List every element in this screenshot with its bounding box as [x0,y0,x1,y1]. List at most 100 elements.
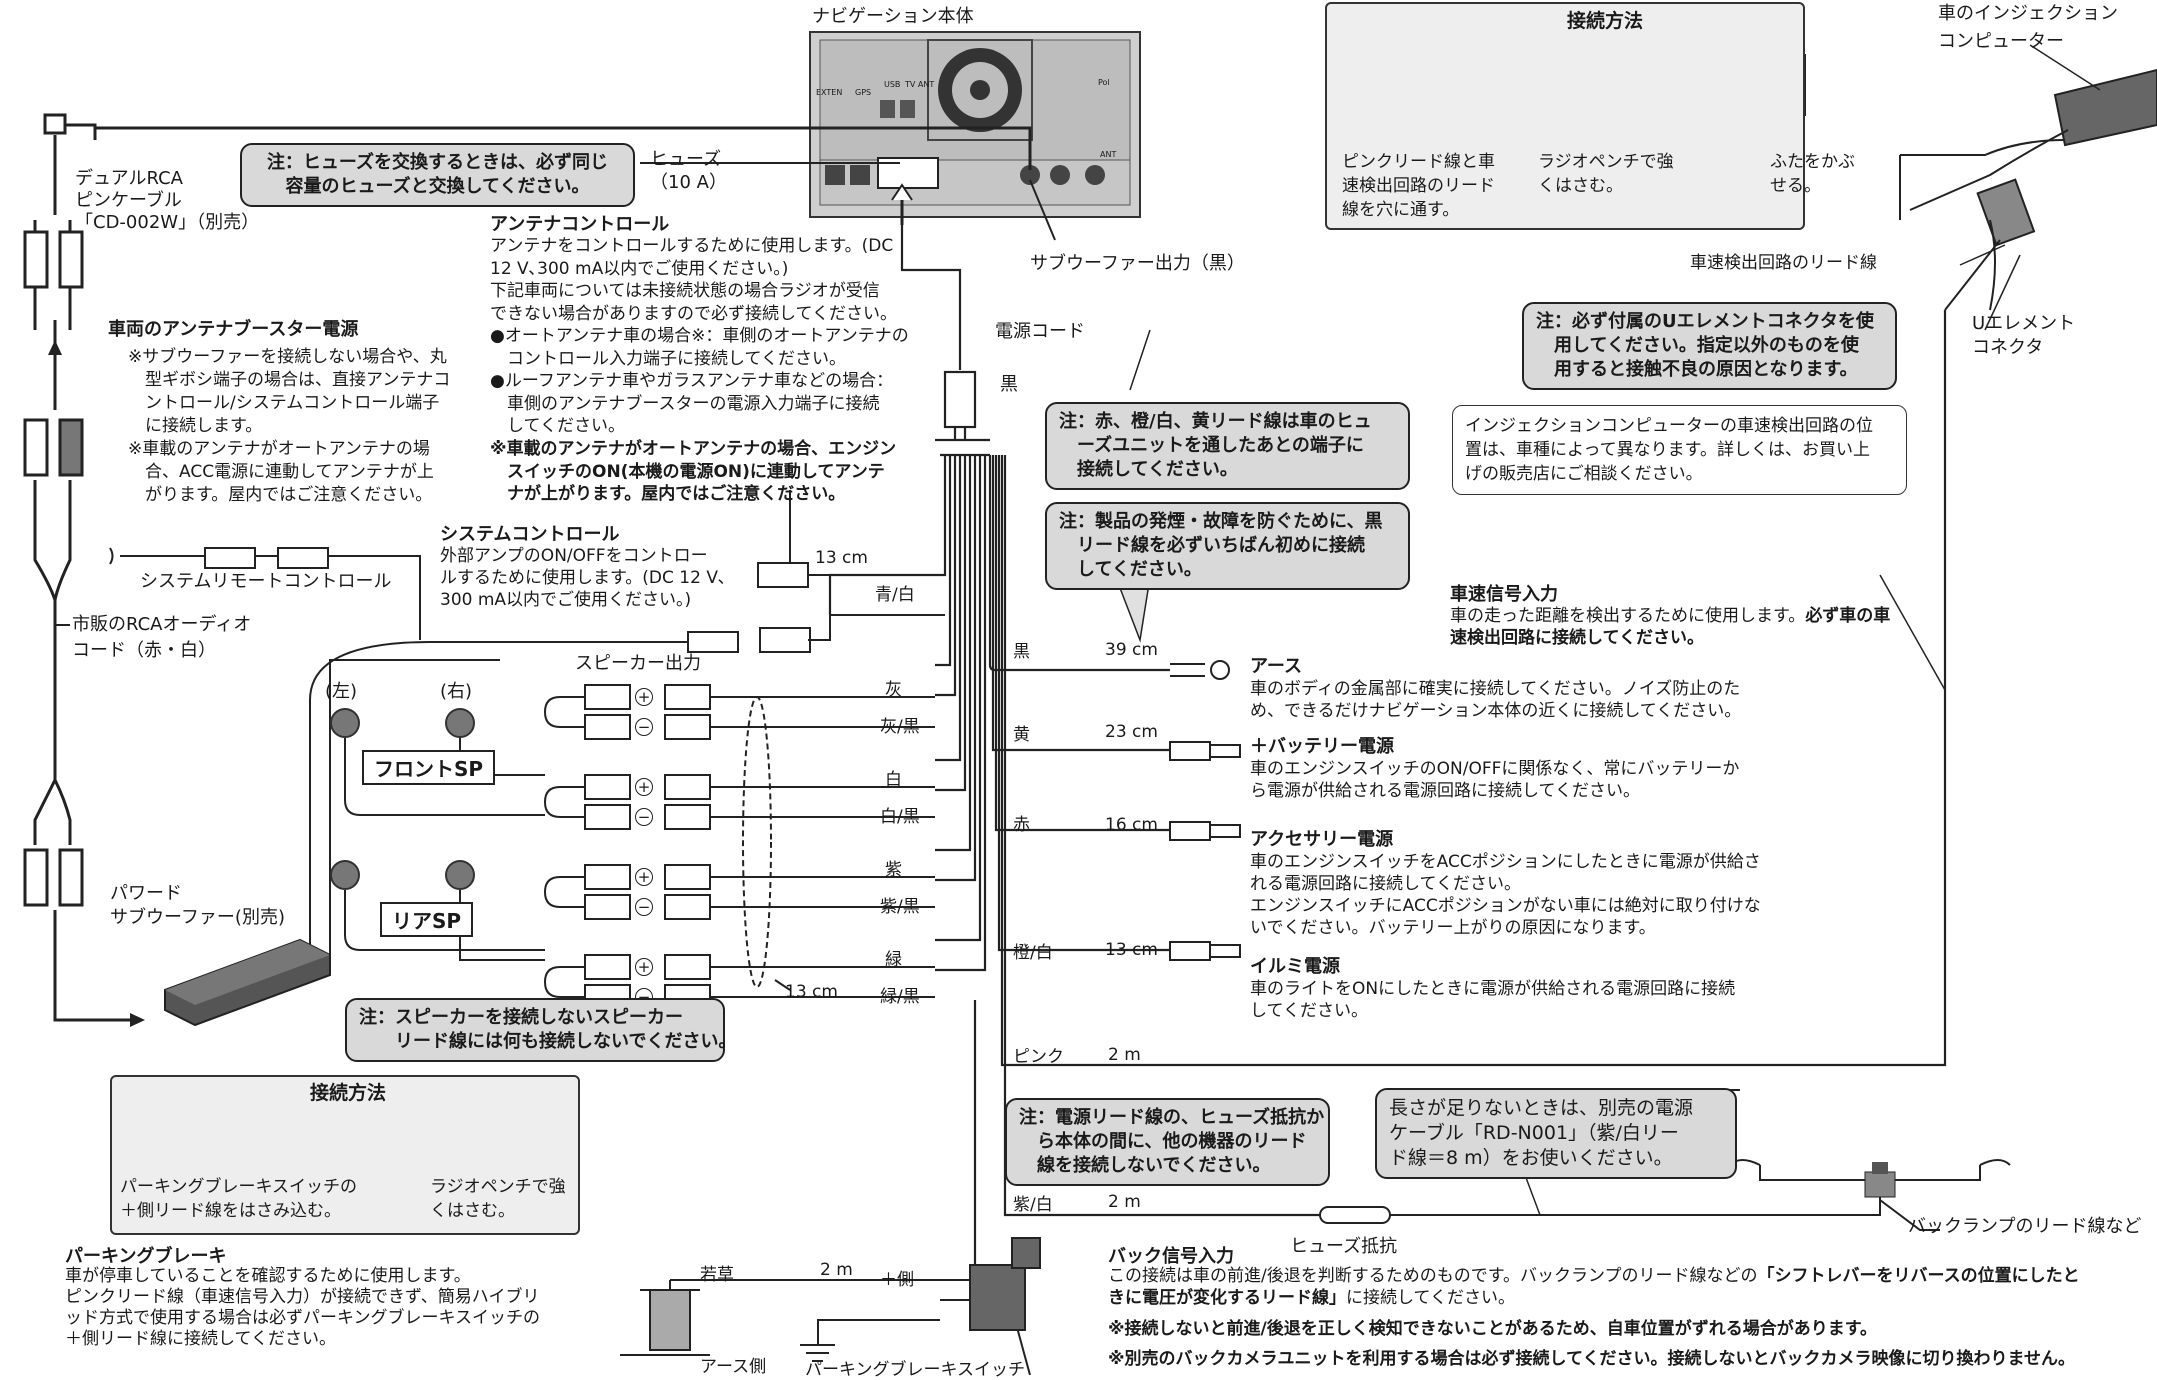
injection-info-box: インジェクションコンピューターの車速検出回路の位 置は、車種によって異なります。… [1452,405,1907,495]
plus-sign: + [635,778,653,796]
lead-body-earth: 車のボディの金属部に確実に接続してください。ノイズ防止のた め、できるだけナビゲ… [1250,679,1742,721]
rca-label-1: デュアルRCA [75,168,183,189]
lead-title-battery: ＋バッテリー電源 [1250,736,1394,757]
purple-len: 2 m [1108,1192,1141,1212]
front-sp-label: フロントSP [362,750,496,785]
note-u-connector: 注：必ず付属のUエレメントコネクタを使 用してください。指定以外のものを使 用す… [1522,302,1897,390]
speaker-connectors [584,684,711,1010]
black-tag-label: 黒 [1000,374,1018,395]
antenna-control-warning: ※車載のアンテナがオートアンテナの場合、エンジン スイッチのON(本機の電源ON… [490,439,897,504]
parking-title: パーキングブレーキ [65,1246,227,1267]
len-13cm-speaker: 13 cm [785,982,838,1002]
wire-label: 緑/黒 [880,987,920,1007]
plus-sign: + [635,958,653,976]
parking-step-2: ラジオペンチで強 くはさむ。 [430,1177,566,1221]
u-element-label: Uエレメント コネクタ [1972,313,2076,358]
rear-sp-label: リアSP [380,902,474,937]
purple-label: 紫/白 [1013,1195,1053,1215]
lead-color: 黄 [1013,725,1030,745]
note-speaker: 注：スピーカーを接続しないスピーカー リード線には何も接続しないでください。 [345,998,736,1062]
left-label: (左) [325,681,358,702]
rca-label-2: ピンケーブル [75,190,182,211]
lead-title-earth: アース [1250,656,1303,677]
minus-sign: − [635,808,653,826]
note-fuse: 注：ヒューズを交換するときは、必ず同じ 容量のヒューズと交換してください。 [240,143,635,207]
fuse-label: ヒューズ （10 A） [650,149,727,193]
connect-step-2: ラジオペンチで強 くはさむ。 [1538,152,1674,196]
rca-audio-leader [55,624,70,626]
front-left-speaker [330,708,360,738]
connect-step-3: ふたをかぶ せる。 [1770,152,1855,196]
wire-label: 灰 [885,680,902,700]
speed-signal-bold: 必ず車の車 速検出回路に接続してください。 [1450,606,1891,648]
pink-len: 2 m [1108,1045,1141,1065]
system-control-title: システムコントロール [440,524,620,545]
wire-label: 紫/黒 [880,897,920,917]
wire-label: 白/黒 [880,807,920,827]
port-label: GPS [855,88,872,97]
parking-switch-label: パーキングブレーキスイッチ [805,1360,1025,1380]
connect-method-top-title: 接続方法 [1567,10,1644,32]
right-label: (右) [440,681,473,702]
port-label: EXTEN [816,88,843,97]
note-power-lead: 注：電源リード線の、ヒューズ抵抗か ら本体の間に、他の機器のリード 線を接続しな… [1005,1098,1330,1186]
port-label: ANT [1100,150,1117,159]
booster-body: ※サブウーファーを接続しない場合や、丸 型ギボシ端子の場合は、直接アンテナコ ン… [128,347,451,505]
system-control-body: 外部アンプのON/OFFをコントロー ルするために使用します。(DC 12 V､… [440,546,727,610]
parking-brake-switch [620,1237,1041,1356]
lead-length: 39 cm [1105,640,1158,660]
wire-label: 緑 [885,950,902,970]
front-right-speaker [445,708,475,738]
rca-cable [23,113,1032,1022]
lead-body-battery: 車のエンジンスイッチのON/OFFに関係なく、常にバッテリーか ら電源が供給され… [1250,759,1740,801]
wakakusa-label: 若草 [700,1265,734,1285]
back-signal-warning-2: ※別売のバックカメラユニットを利用する場合は必ず接続してください。接続しないとバ… [1108,1349,2075,1369]
power-cord-label: 電源コード [995,321,1085,342]
speed-lead-label: 車速検出回路のリード線 [1690,253,1877,273]
parking-body: 車が停車していることを確認するために使用します。 ピンクリード線（車速信号入力）… [65,1266,540,1349]
booster-title: 車両のアンテナブースター電源 [108,319,359,340]
back-lamp-connector [1864,1162,1896,1198]
back-signal-warning-1: ※接続しないと前進/後退を正しく検知できないことがあるため、自車位置がずれる場合… [1108,1319,1878,1339]
speed-signal-text: 車の走った距離を検出するために使用します。 [1450,606,1806,626]
plus-sign: + [635,868,653,886]
speaker-out-label: スピーカー出力 [575,653,701,674]
extension-info: 長さが足りないときは、別売の電源 ケーブル「RD-N001」（紫/白リー ド線＝… [1375,1088,1737,1179]
back-signal-title: バック信号入力 [1108,1246,1234,1267]
note-black-first: 注：製品の発煙・故障を防ぐために、黒 リード線を必ずいちばん初めに接続 してくだ… [1045,502,1410,590]
lead-length: 23 cm [1105,722,1158,742]
main-harness [828,225,1947,1280]
connect-method-bottom-title: 接続方法 [310,1082,387,1104]
wire-label: 白 [885,770,902,790]
rear-left-speaker [330,860,360,890]
earth-side-label: アース側 [700,1357,767,1377]
lead-color: 赤 [1013,815,1030,835]
subwoofer-out-label: サブウーファー出力（黒） [1030,253,1245,274]
back-signal-bold-2: きに電圧が変化するリード線」 [1108,1288,1346,1308]
lead-color: 橙/白 [1013,943,1053,963]
speed-signal-body: 車の走った距離を検出するために使用します。必ず車の車 速検出回路に接続してくださ… [1450,605,1890,649]
system-remote-label: システムリモートコントロール [140,571,392,592]
rca-cable-label: デュアルRCA ピンケーブル 「CD-002W」（別売） [75,168,259,234]
blue-white-label: 青/白 [875,585,915,605]
antenna-control-body: アンテナをコントロールするために使用します。(DC 12 V､300 mA以内で… [490,236,909,436]
speed-signal-title: 車速信号入力 [1450,584,1558,605]
lead-length: 16 cm [1105,815,1158,835]
port-label: TV ANT [905,80,935,89]
rca-label-3: 「CD-002W」（別売） [75,212,260,233]
wire-label: 灰/黒 [880,717,920,737]
lead-title-acc: アクセサリー電源 [1250,829,1394,850]
len-13cm: 13 cm [815,548,868,568]
minus-sign: − [635,898,653,916]
back-signal-text-2: に接続してください。 [1346,1288,1515,1308]
injection-computer-label: 車のインジェクション コンピューター [1938,3,2118,52]
back-signal-line2: きに電圧が変化するリード線」に接続してください。 [1108,1287,1515,1309]
lead-color: 黒 [1013,642,1030,662]
navi-label: ナビゲーション本体 [812,6,974,27]
powered-sub-label: パワード サブウーファー(別売) [110,883,285,928]
back-lamp-label: バックランプのリード線など [1908,1216,2142,1237]
plus-sign: + [635,688,653,706]
lead-length: 13 cm [1105,940,1158,960]
powered-subwoofer [164,659,500,1027]
